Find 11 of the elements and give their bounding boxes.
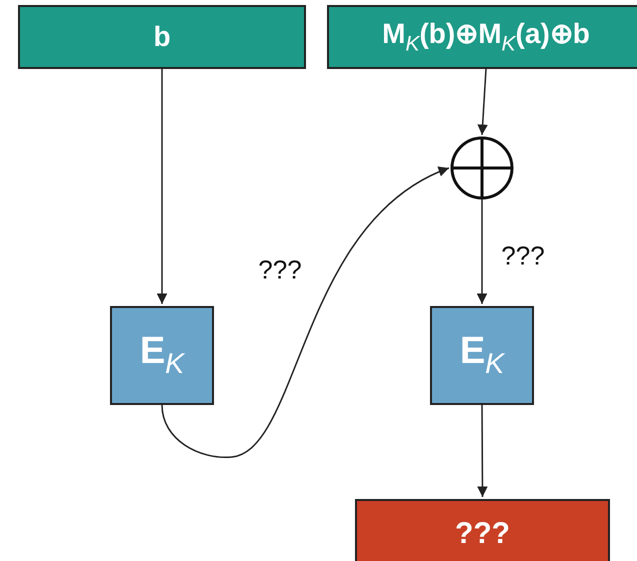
arrow xyxy=(477,68,488,136)
encryption-box: E$_{K}$ xyxy=(110,306,214,405)
encryption-box: E$_{K}$ xyxy=(430,306,534,405)
xor-symbol xyxy=(451,137,513,199)
arrow xyxy=(477,405,488,497)
arrow xyxy=(156,69,168,304)
input-box: M$_{K}$(b)⊕M$_{K}$(a)⊕b xyxy=(327,5,637,69)
arrow xyxy=(476,199,488,304)
output-box: ??? xyxy=(355,499,610,561)
arrow xyxy=(161,167,450,458)
input-box: b xyxy=(18,5,306,69)
